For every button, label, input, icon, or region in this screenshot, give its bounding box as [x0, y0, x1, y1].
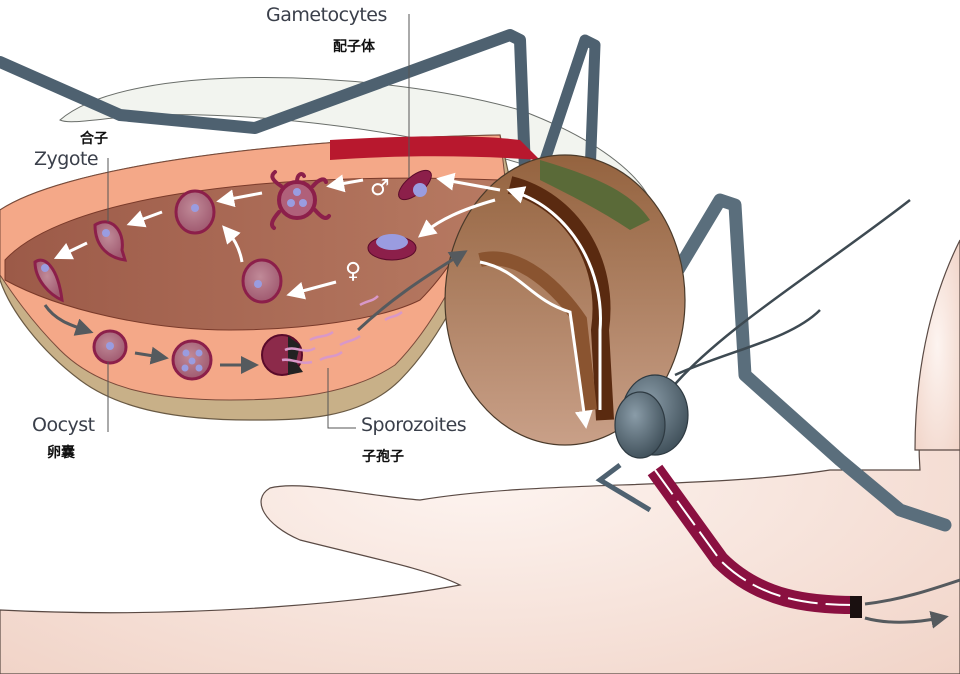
oocyst-mature	[171, 339, 213, 381]
flow-arrow	[479, 260, 593, 429]
oocyst-rupturing	[261, 334, 316, 376]
zygote-cell	[93, 220, 128, 262]
salivary-gland	[478, 251, 597, 411]
proboscis-channel	[654, 469, 856, 606]
label-zygote-zh: 合子	[80, 131, 108, 147]
thumb	[914, 239, 960, 451]
antenna	[674, 309, 821, 377]
abdomen-red-top	[330, 136, 540, 160]
oocyst-early	[92, 329, 128, 365]
sporozoite-cluster	[309, 295, 403, 362]
label-zygote: Zygote	[34, 148, 99, 170]
leg-back	[0, 29, 531, 176]
gametocyte-male	[398, 169, 432, 201]
label-oocyst: Oocyst	[32, 414, 95, 436]
male-symbol: ♂	[370, 176, 390, 201]
macrogamete	[174, 189, 216, 235]
label-sporozoites-zh: 子孢子	[362, 449, 404, 465]
injection-arrow	[864, 578, 960, 606]
legs	[0, 29, 952, 532]
gut-flow-arrows	[53, 172, 501, 300]
palp	[595, 463, 652, 513]
ookinete	[33, 258, 64, 303]
injection-arrow	[864, 610, 949, 629]
leg-front	[653, 193, 952, 532]
leg-mid	[534, 34, 601, 181]
microgamete-exflagellation	[269, 170, 331, 230]
label-gametocytes-zh: 配子体	[333, 39, 375, 55]
leader-sporozoites	[327, 368, 356, 429]
flow-arrow	[506, 186, 602, 410]
hand-arm	[0, 278, 960, 674]
scutellum	[540, 160, 650, 230]
label-sporozoites: Sporozoites	[361, 414, 467, 436]
label-oocyst-zh: 卵囊	[47, 445, 75, 461]
female-symbol: ♀	[345, 259, 361, 284]
human-skin	[0, 239, 960, 674]
proboscis-tip	[850, 596, 862, 618]
leader-lines	[107, 14, 410, 432]
gametocyte-female	[367, 234, 417, 261]
compound-eye	[614, 391, 666, 459]
oocyst-arrows	[43, 250, 468, 374]
label-gametocytes: Gametocytes	[266, 4, 387, 26]
fertilized-cell	[241, 258, 283, 304]
